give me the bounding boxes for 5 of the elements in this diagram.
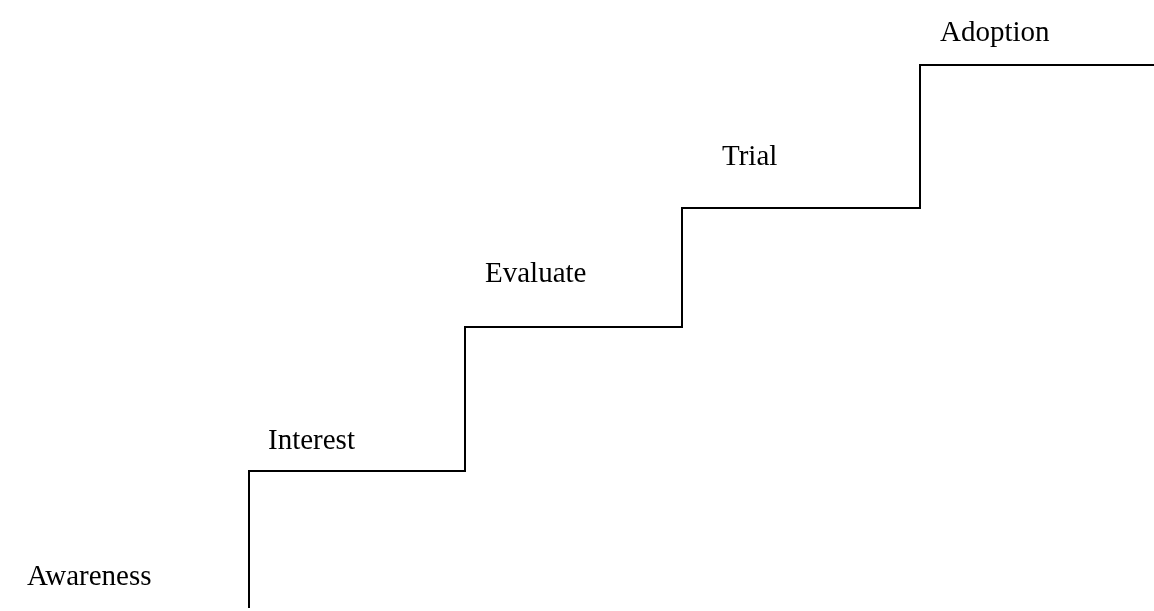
step-label: Awareness [27, 558, 152, 592]
step-label: Adoption [940, 14, 1050, 48]
step-label: Evaluate [485, 255, 587, 289]
step-label: Interest [268, 422, 355, 456]
step-label: Trial [722, 138, 778, 172]
